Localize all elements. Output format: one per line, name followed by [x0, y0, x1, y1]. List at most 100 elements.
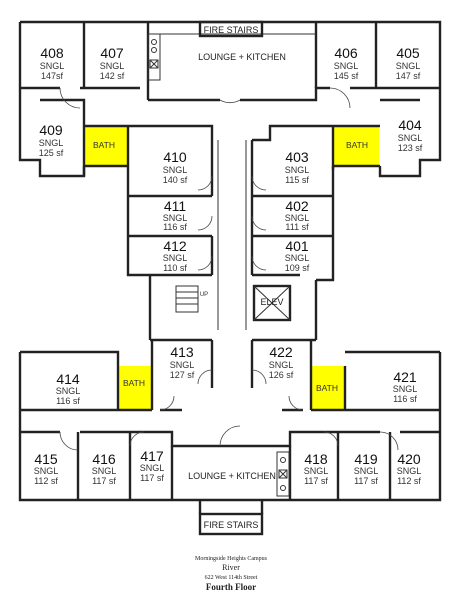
bath-label-top-right: BATH	[346, 140, 368, 150]
room-422[interactable]: 422 SNGL 126 sf	[269, 344, 294, 380]
lower-wing-walls	[18, 340, 442, 536]
lounge-kitchen-top-label: LOUNGE + KITCHEN	[198, 52, 286, 62]
room-type: SNGL	[39, 138, 64, 148]
room-type: SNGL	[397, 466, 422, 476]
room-area: 142 sf	[100, 71, 125, 81]
bath-fill-top-left	[84, 126, 128, 166]
room-420[interactable]: 420 SNGL 112 sf	[397, 451, 422, 486]
room-421[interactable]: 421 SNGL 116 sf	[393, 369, 418, 404]
room-number: 404	[398, 117, 422, 133]
room-407[interactable]: 407 SNGL 142 sf	[100, 45, 125, 81]
door-swings	[59, 87, 399, 451]
room-416[interactable]: 416 SNGL 117 sf	[92, 451, 117, 486]
room-area: 140 sf	[163, 175, 188, 185]
room-412[interactable]: 412 SNGL 110 sf	[163, 238, 188, 273]
room-403[interactable]: 403 SNGL 115 sf	[285, 149, 310, 185]
room-area: 145 sf	[334, 71, 359, 81]
room-number: 417	[140, 448, 164, 464]
elevator-label: ELEV	[260, 297, 283, 307]
room-number: 403	[285, 149, 309, 165]
room-area: 109 sf	[285, 263, 310, 273]
room-area: 117 sf	[354, 476, 378, 486]
campus-name: Morningside Heights Campus	[195, 556, 268, 562]
room-405[interactable]: 405 SNGL 147 sf	[396, 45, 421, 81]
room-number: 421	[393, 369, 417, 385]
room-415[interactable]: 415 SNGL 112 sf	[34, 451, 59, 486]
room-number: 414	[56, 371, 80, 387]
room-number: 405	[396, 45, 420, 61]
room-type: SNGL	[393, 384, 418, 394]
upper-wing-walls	[18, 20, 442, 178]
bath-fill-bottom-left	[118, 366, 152, 410]
central-core-walls	[126, 124, 335, 342]
room-type: SNGL	[170, 360, 195, 370]
bath-fill-bottom-right	[311, 366, 345, 410]
building-address: 622 West 114th Street	[205, 575, 258, 581]
fire-stairs-top-label: FIRE STAIRS	[204, 25, 259, 35]
room-area: 117 sf	[304, 476, 328, 486]
room-402[interactable]: 402 SNGL 111 sf	[285, 198, 310, 232]
bath-label-bottom-left: BATH	[123, 378, 145, 388]
room-409[interactable]: 409 SNGL 125 sf	[39, 122, 64, 158]
room-type: SNGL	[354, 466, 379, 476]
room-type: SNGL	[140, 463, 165, 473]
room-number: 415	[34, 451, 58, 467]
room-408[interactable]: 408 SNGL 147sf	[40, 45, 65, 81]
room-410[interactable]: 410 SNGL 140 sf	[163, 149, 188, 185]
room-area: 112 sf	[34, 476, 58, 486]
room-type: SNGL	[34, 466, 59, 476]
bath-label-top-left: BATH	[93, 140, 115, 150]
room-411[interactable]: 411 SNGL 116 sf	[163, 198, 188, 232]
floor-name: Fourth Floor	[206, 582, 256, 592]
room-number: 411	[164, 198, 187, 214]
room-type: SNGL	[92, 466, 117, 476]
caption-block: Morningside Heights Campus River 622 Wes…	[195, 556, 268, 592]
room-area: 147 sf	[396, 71, 421, 81]
bath-label-bottom-right: BATH	[316, 383, 338, 393]
room-401[interactable]: 401 SNGL 109 sf	[285, 238, 310, 273]
room-type: SNGL	[334, 61, 359, 71]
room-type: SNGL	[269, 360, 294, 370]
room-number: 407	[100, 45, 124, 61]
room-area: 116 sf	[393, 394, 417, 404]
room-area: 127 sf	[170, 370, 195, 380]
room-number: 408	[40, 45, 64, 61]
room-number: 419	[354, 451, 378, 467]
room-number: 416	[92, 451, 116, 467]
room-number: 413	[170, 344, 194, 360]
room-number: 422	[269, 344, 293, 360]
room-type: SNGL	[56, 386, 81, 396]
lounge-kitchen-bottom-label: LOUNGE + KITCHEN	[188, 471, 276, 481]
room-number: 418	[304, 451, 328, 467]
room-type: SNGL	[304, 466, 329, 476]
room-number: 409	[39, 122, 63, 138]
building-name: River	[222, 563, 240, 572]
stair-up-label: UP	[200, 292, 208, 298]
room-area: 117 sf	[92, 476, 116, 486]
room-406[interactable]: 406 SNGL 145 sf	[334, 45, 359, 81]
room-type: SNGL	[100, 61, 125, 71]
room-type: SNGL	[398, 133, 423, 143]
room-area: 117 sf	[140, 473, 164, 483]
room-type: SNGL	[285, 165, 310, 175]
room-404[interactable]: 404 SNGL 123 sf	[398, 117, 423, 153]
fire-stairs-bottom-label: FIRE STAIRS	[204, 520, 259, 530]
room-area: 126 sf	[269, 370, 294, 380]
room-area: 147sf	[41, 71, 64, 81]
room-type: SNGL	[285, 253, 310, 263]
room-number: 420	[397, 451, 421, 467]
room-area: 111 sf	[285, 222, 309, 232]
room-418[interactable]: 418 SNGL 117 sf	[304, 451, 329, 486]
room-number: 412	[163, 238, 187, 254]
room-419[interactable]: 419 SNGL 117 sf	[354, 451, 379, 486]
room-number: 402	[285, 198, 309, 214]
room-number: 401	[285, 238, 309, 254]
room-type: SNGL	[163, 253, 188, 263]
room-413[interactable]: 413 SNGL 127 sf	[170, 344, 195, 380]
fire-stairs-top-box	[198, 20, 264, 38]
room-414[interactable]: 414 SNGL 116 sf	[56, 371, 81, 406]
room-417[interactable]: 417 SNGL 117 sf	[140, 448, 165, 483]
room-area: 115 sf	[285, 175, 309, 185]
room-area: 110 sf	[163, 263, 187, 273]
